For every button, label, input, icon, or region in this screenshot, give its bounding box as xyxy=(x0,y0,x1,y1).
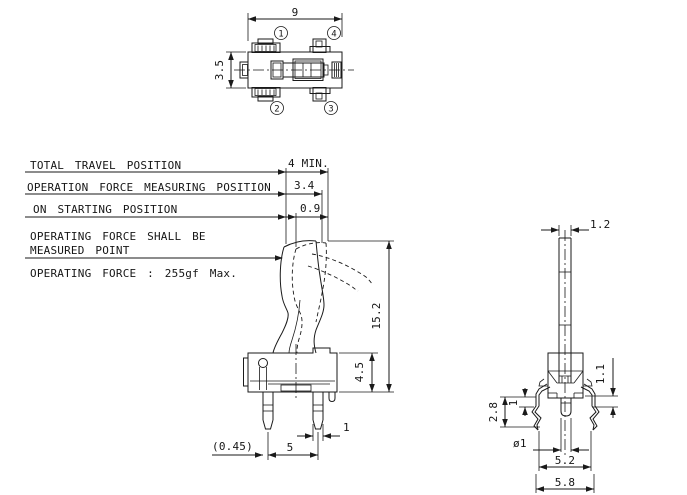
terminal-callout-1: 1 xyxy=(278,30,283,40)
front-view-body xyxy=(547,352,584,399)
label-on-starting: ON STARTING POSITION xyxy=(33,203,177,216)
annotation-operating-force: OPERATING FORCE : 255gf Max. xyxy=(30,267,237,280)
annotation-measured-point: OPERATING FORCE SHALL BE MEASURED POINT xyxy=(25,230,283,261)
side-view: 15.2 4.5 (0.45) 5 1 xyxy=(212,168,394,460)
front-view-legs xyxy=(531,378,600,431)
label-measured-point-line1: OPERATING FORCE SHALL BE xyxy=(30,230,206,243)
dim-outer-width: 5.8 xyxy=(555,476,575,489)
dim-pin-diameter: ø1 xyxy=(513,437,527,450)
side-view-extension-lines xyxy=(285,168,394,393)
hatch-terminal-2 xyxy=(257,89,275,95)
dimension-top-width: 9 xyxy=(247,6,343,41)
label-operating-force: OPERATING FORCE : 255gf Max. xyxy=(30,267,237,280)
dimension-leg-height: 2.8 xyxy=(487,397,540,428)
dim-pin-width: 1 xyxy=(343,421,350,434)
side-view-annotations: TOTAL TRAVEL POSITION 4 MIN. OPERATION F… xyxy=(25,157,329,280)
dim-overall-height: 15.2 xyxy=(370,302,383,329)
dimension-top-height: 3.5 xyxy=(213,51,246,89)
top-view: 9 3.5 1 4 2 3 xyxy=(213,6,354,115)
annotation-total-travel: TOTAL TRAVEL POSITION 4 MIN. xyxy=(25,157,329,175)
terminal-callout-4: 4 xyxy=(331,30,336,40)
side-view-legs xyxy=(262,392,324,430)
dim-total-travel: 4 MIN. xyxy=(288,157,329,170)
dim-body-height: 4.5 xyxy=(353,362,366,382)
dimension-pin-diameter: ø1 xyxy=(513,437,589,453)
dimension-lever-width: 1.2 xyxy=(541,218,610,236)
dim-inner-width: 5.2 xyxy=(555,454,575,467)
dim-top-height: 3.5 xyxy=(213,60,226,80)
front-view: 1.2 xyxy=(487,218,618,493)
dimension-leg-offset: 1 xyxy=(500,388,536,416)
dim-pin-thickness: (0.45) xyxy=(212,440,253,453)
front-view-lever xyxy=(558,237,572,383)
dimension-shoulder-height: 1.1 xyxy=(585,358,618,418)
annotation-force-measuring: OPERATION FORCE MEASURING POSITION 3.4 xyxy=(25,179,322,197)
dim-leg-offset: 1 xyxy=(507,400,520,407)
top-view-outline xyxy=(234,38,354,102)
side-view-body xyxy=(243,344,338,403)
label-force-measuring: OPERATION FORCE MEASURING POSITION xyxy=(27,181,271,194)
terminal-callouts: 1 4 2 3 xyxy=(270,26,341,115)
dimension-overall-height: 15.2 xyxy=(370,241,392,392)
label-measured-point-line2: MEASURED POINT xyxy=(30,244,130,257)
dim-shoulder-height: 1.1 xyxy=(594,364,607,384)
dim-top-width: 9 xyxy=(292,6,299,19)
dimension-body-height: 4.5 xyxy=(353,353,375,392)
dim-force-measuring: 3.4 xyxy=(294,179,315,192)
label-total-travel: TOTAL TRAVEL POSITION xyxy=(30,159,181,172)
terminal-callout-3: 3 xyxy=(328,105,333,115)
side-view-lever xyxy=(272,240,373,354)
dimension-pin-width: 1 xyxy=(297,421,350,441)
front-view-center-pin xyxy=(560,398,572,452)
dimension-pin-thickness: (0.45) xyxy=(212,440,263,458)
dim-pin-pitch: 5 xyxy=(287,441,294,454)
dim-on-starting: 0.9 xyxy=(300,202,320,215)
dim-leg-height: 2.8 xyxy=(487,402,500,422)
dimension-pin-pitch: 5 xyxy=(267,432,319,460)
dimension-outer-width: 5.8 xyxy=(535,474,595,493)
annotation-on-starting: ON STARTING POSITION 0.9 xyxy=(25,202,328,220)
dim-lever-width: 1.2 xyxy=(590,218,610,231)
dimension-inner-width: 5.2 xyxy=(538,431,592,471)
hatch-terminal-1 xyxy=(257,45,275,51)
terminal-callout-2: 2 xyxy=(274,105,279,115)
